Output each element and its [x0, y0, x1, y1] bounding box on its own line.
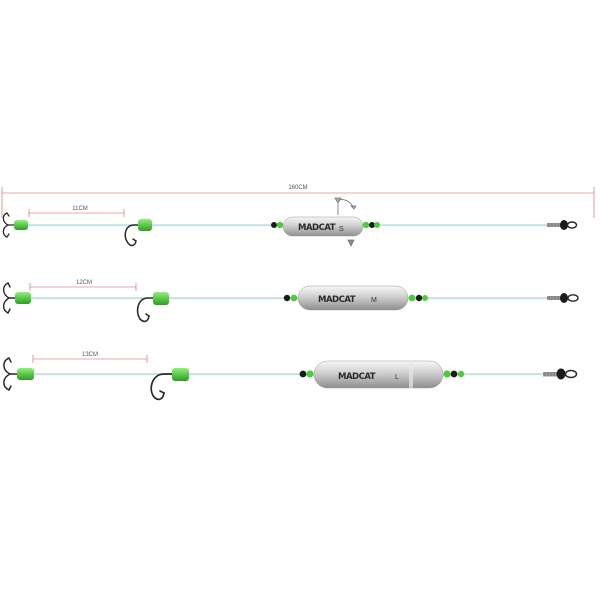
hook-distance-label: 13CM — [82, 352, 98, 358]
rig-large: 13CM MADCAT L — [3, 352, 578, 401]
sleeve-green — [172, 368, 189, 381]
single-hook-icon — [150, 373, 175, 401]
float-size: L — [395, 374, 399, 381]
float-small: MADCAT S — [282, 216, 364, 237]
hook-distance-dimension: 11CM — [28, 206, 125, 217]
bead-green — [290, 294, 298, 302]
sleeve-green — [15, 292, 31, 304]
rig-medium: 12CM MADCAT M — [2, 280, 579, 323]
overall-length-label: 160CM — [288, 185, 307, 191]
single-hook-icon — [136, 297, 156, 323]
hook-distance-label: 11CM — [72, 206, 88, 212]
overall-dimension: 160CM — [1, 185, 595, 218]
bead-green — [443, 370, 451, 378]
float-size: S — [339, 226, 344, 233]
hook-distance-dimension: 12CM — [29, 280, 137, 291]
hook-distance-dimension: 13CM — [32, 352, 148, 363]
sleeve-green — [138, 219, 152, 231]
swivel-icon — [547, 293, 579, 303]
bead-black — [283, 294, 291, 302]
bead-black — [299, 370, 307, 378]
bead-green — [457, 370, 465, 378]
bead-green — [362, 221, 370, 229]
float-large: MADCAT L — [313, 360, 444, 389]
bead-black — [415, 294, 423, 302]
swivel-icon — [547, 220, 578, 230]
float-brand: MADCAT — [318, 295, 356, 305]
bead-black — [450, 370, 458, 378]
sleeve-green — [17, 368, 34, 380]
sleeve-green — [153, 292, 169, 305]
bead-green — [276, 221, 284, 229]
float-medium: MADCAT M — [297, 285, 409, 311]
swivel-icon — [543, 368, 578, 380]
single-hook-icon — [124, 224, 141, 247]
adjust-arrow-icon — [334, 197, 357, 247]
rig-small: 11CM MADCAT S — [2, 197, 578, 247]
float-size: M — [371, 297, 377, 304]
bead-black — [271, 222, 277, 228]
bead-green — [408, 294, 416, 302]
bead-black — [369, 222, 375, 228]
bead-green — [306, 370, 314, 378]
float-brand: MADCAT — [338, 372, 376, 382]
float-brand: MADCAT — [298, 223, 336, 233]
hook-distance-label: 12CM — [76, 280, 92, 286]
bead-green — [374, 222, 380, 228]
sleeve-green — [14, 220, 28, 230]
bead-green — [422, 295, 428, 301]
